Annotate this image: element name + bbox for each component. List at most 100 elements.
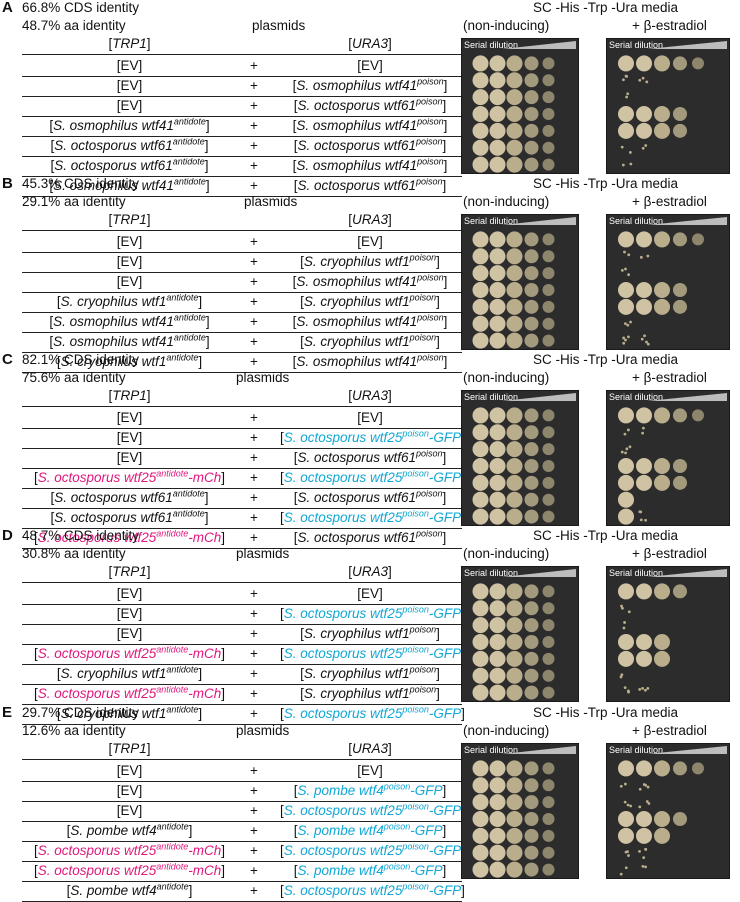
colony-dot — [645, 800, 649, 803]
empty-vector-label: EV — [120, 783, 139, 798]
colony-spot — [472, 684, 489, 701]
colony-spot — [542, 779, 555, 792]
bracket-close: ] — [443, 158, 448, 173]
ura3-plasmid: [S. osmophilus wtf41poison] — [280, 353, 460, 369]
colony-spot — [542, 267, 555, 280]
plus-sign: + — [250, 470, 258, 485]
bracket-close: ] — [461, 883, 465, 898]
trp1-plasmid: [EV] — [22, 783, 237, 798]
non-inducing-label: (non-inducing) — [463, 370, 550, 385]
tag-suffix: -GFP — [428, 803, 462, 818]
colony-spot — [472, 441, 489, 458]
plus-sign: + — [250, 626, 258, 641]
colony-spot — [506, 265, 523, 282]
empty-vector-label: EV — [360, 234, 379, 249]
gene-name: S. octosporus wtf25 — [283, 706, 403, 721]
gene-isoform-superscript: antidote — [156, 841, 189, 852]
plus-sign: + — [250, 410, 258, 425]
gene-name: S. octosporus wtf25 — [37, 646, 157, 661]
gene-isoform-superscript: antidote — [156, 684, 189, 695]
bracket-open: [ — [292, 354, 297, 369]
colony-spot — [618, 55, 634, 72]
ura3-plasmid: [S. octosporus wtf25poison-GFP] — [280, 605, 465, 621]
plus-sign: + — [250, 354, 258, 369]
gene-name: S. cryophilus wtf1 — [60, 354, 167, 369]
colony-spot — [654, 811, 670, 827]
ura3-plasmid: [S. cryophilus wtf1poison] — [280, 625, 460, 641]
bracket-close: ] — [138, 626, 143, 641]
colony-dot — [622, 336, 626, 340]
colony-spot — [524, 862, 539, 877]
colony-dot — [620, 673, 624, 677]
inducing-spots — [618, 41, 727, 167]
non-inducing-spots — [472, 217, 576, 349]
bracket-open: [ — [49, 334, 54, 349]
gene-isoform-superscript: poison — [402, 508, 429, 519]
media-label: SC -His -Trp -Ura media — [533, 176, 679, 191]
colony-spot — [489, 72, 506, 89]
marker-label: TRP1 — [112, 388, 147, 403]
colony-spot — [472, 861, 489, 878]
colony-spot — [506, 777, 523, 794]
tag-suffix: -mCh — [188, 686, 222, 701]
media-label: SC -His -Trp -Ura media — [533, 528, 679, 543]
gene-isoform-superscript: antidote — [173, 332, 206, 343]
colony-dot — [622, 341, 626, 345]
colony-dot — [626, 428, 630, 432]
colony-dot — [620, 145, 624, 149]
bracket-close: ] — [443, 78, 448, 93]
colony-dot — [644, 865, 647, 869]
bracket-close: ] — [204, 490, 209, 505]
colony-spot — [654, 122, 670, 139]
empty-vector-label: EV — [360, 58, 379, 73]
colony-spot — [524, 651, 539, 666]
colony-spot — [524, 232, 539, 247]
trp1-plasmid: [S. osmophilus wtf41antidote] — [22, 312, 237, 329]
colony-spot — [489, 491, 506, 508]
colony-spot — [489, 139, 506, 156]
gene-isoform-superscript: poison — [417, 76, 444, 87]
gene-isoform-superscript: poison — [417, 272, 444, 283]
colony-spot — [524, 795, 539, 810]
gene-isoform-superscript: antidote — [172, 156, 205, 167]
bracket-open: [ — [33, 843, 38, 858]
gene-name: S. octosporus wtf61 — [297, 450, 417, 465]
bracket-close: ] — [138, 450, 143, 465]
bracket-open: [ — [280, 706, 284, 721]
colony-spot — [472, 407, 489, 424]
serial-dilution-label: Serial dilution — [464, 216, 519, 226]
gene-name: S. pombe wtf4 — [70, 883, 157, 898]
gene-isoform-superscript: poison — [383, 781, 411, 792]
colony-spot — [524, 778, 539, 793]
table-row: [EV]+[EV] — [22, 408, 462, 429]
colony-spot — [472, 794, 489, 811]
bracket-close: ] — [436, 334, 440, 349]
colony-spot — [618, 407, 634, 424]
colony-dot — [638, 688, 642, 691]
colony-spot — [542, 284, 555, 296]
plus-sign: + — [250, 98, 258, 113]
gene-isoform-superscript: antidote — [173, 312, 206, 323]
colony-dot — [638, 510, 642, 514]
table-row: [EV]+[EV] — [22, 761, 462, 782]
media-label: SC -His -Trp -Ura media — [533, 705, 679, 720]
colony-spot — [524, 90, 539, 105]
plus-sign: + — [250, 178, 258, 193]
tag-suffix: -GFP — [428, 646, 462, 661]
colony-spot — [472, 231, 489, 248]
colony-spot — [542, 334, 555, 347]
ura3-plasmid: [S. osmophilus wtf41poison] — [280, 157, 460, 173]
colony-spot — [654, 474, 670, 491]
colony-spot — [618, 298, 634, 315]
colony-spot — [618, 508, 634, 525]
non-inducing-spots — [472, 41, 576, 173]
serial-dilution-label: Serial dilution — [464, 40, 519, 50]
trp1-plasmid: [S. octosporus wtf25antidote-mCh] — [22, 645, 237, 661]
colony-spot — [489, 508, 506, 525]
gene-isoform-superscript: antidote — [173, 176, 206, 187]
gene-name: S. octosporus wtf61 — [297, 98, 417, 113]
bracket-open: [ — [50, 138, 55, 153]
cds-identity: 48.7% CDS identity — [22, 528, 140, 543]
plasmids-heading: plasmids — [244, 194, 298, 209]
gene-isoform-superscript: poison — [402, 881, 429, 892]
